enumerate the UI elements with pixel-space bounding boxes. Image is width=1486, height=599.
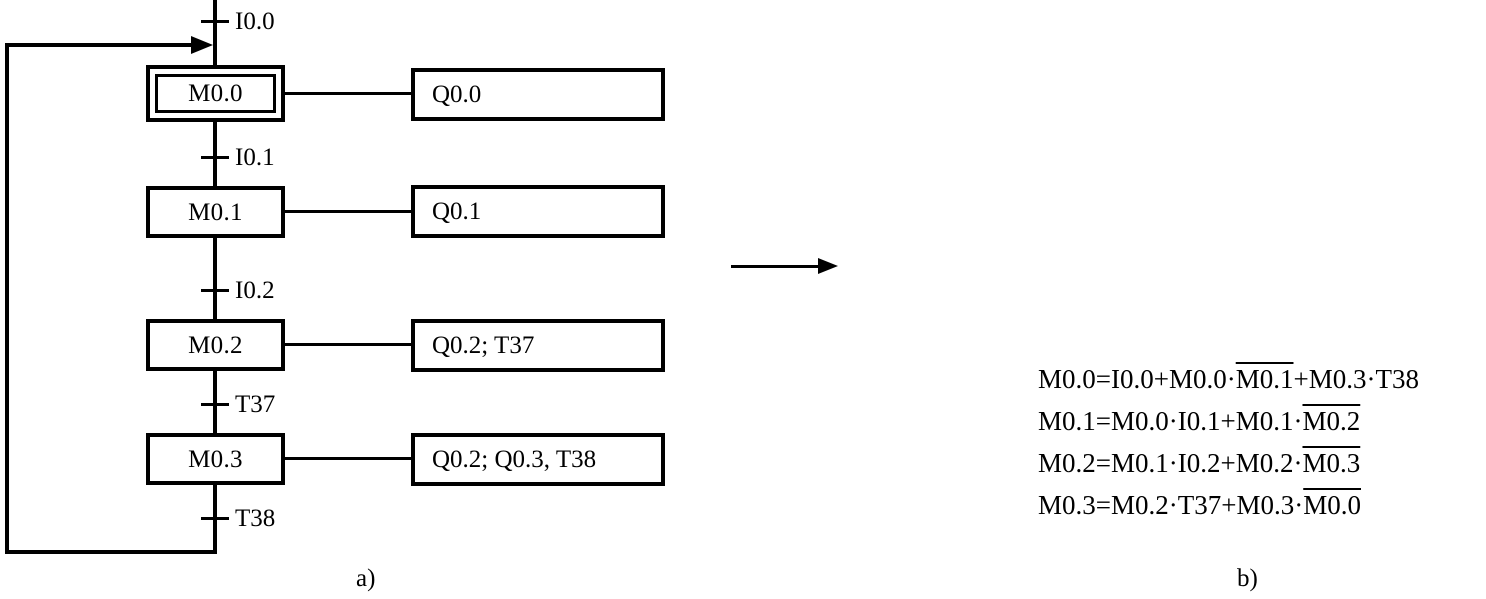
equation-term: · <box>1366 364 1376 394</box>
transition-tick-5 <box>201 517 229 520</box>
equation-term: +M0.3 <box>1293 364 1367 394</box>
equation-term: M0.2=M0.1 <box>1038 448 1169 478</box>
equation-negated-term: M0.3 <box>1302 448 1361 478</box>
equation-term: · <box>1226 364 1236 394</box>
action-label-q0-2: Q0.2; T37 <box>432 332 535 359</box>
rail-segment-top <box>213 0 217 65</box>
transition-label-3: I0.2 <box>235 277 275 304</box>
action-link-4 <box>285 457 413 460</box>
step-box-m0-2[interactable]: M0.2 <box>146 319 285 371</box>
caption-panel-a: a) <box>356 565 376 592</box>
equation-term: I0.2+M0.2 <box>1177 448 1294 478</box>
transition-tick-3 <box>201 289 229 292</box>
action-box-q0-3[interactable]: Q0.2; Q0.3, T38 <box>411 433 665 486</box>
step-label-m0-0: M0.0 <box>188 80 243 107</box>
equation-term: I0.1+M0.1 <box>1177 406 1294 436</box>
action-label-q0-0: Q0.0 <box>432 81 482 108</box>
action-label-q0-1: Q0.1 <box>432 198 482 225</box>
step-label-m0-1: M0.1 <box>188 198 243 226</box>
action-link-3 <box>285 343 413 346</box>
transition-label-5: T38 <box>235 505 276 532</box>
equation-term: · <box>1168 448 1178 478</box>
feedback-arrowhead-icon <box>191 36 213 54</box>
transition-tick-2 <box>201 156 229 159</box>
step-box-m0-1[interactable]: M0.1 <box>146 186 285 238</box>
equation-term: · <box>1293 448 1303 478</box>
feedback-left-line <box>5 43 9 552</box>
transition-label-2: I0.1 <box>235 144 275 171</box>
equation-term: T38 <box>1375 364 1419 394</box>
transition-tick-4 <box>201 403 229 406</box>
equation-negated-term: M0.1 <box>1235 364 1294 394</box>
rail-segment-2 <box>213 238 217 320</box>
feedback-top-line <box>5 43 195 47</box>
equation-term: · <box>1168 406 1178 436</box>
equation-negated-term: M0.0 <box>1303 490 1361 520</box>
equation-term: · <box>1293 406 1303 436</box>
transition-label-4: T37 <box>235 391 276 418</box>
action-box-q0-1[interactable]: Q0.1 <box>411 185 665 238</box>
equation-line-0: M0.0=I0.0+M0.0·M0.1+M0.3·T38 <box>1038 366 1419 393</box>
step-box-m0-3[interactable]: M0.3 <box>146 433 285 485</box>
transition-label-1: I0.0 <box>235 8 275 35</box>
caption-panel-b: b) <box>1237 565 1258 592</box>
step-label-m0-3: M0.3 <box>188 445 243 473</box>
action-box-q0-0[interactable]: Q0.0 <box>411 68 665 121</box>
transition-tick-1 <box>201 20 229 23</box>
equation-term: · <box>1294 490 1304 520</box>
equation-term: M0.1=M0.0 <box>1038 406 1169 436</box>
right-arrow-icon <box>818 258 838 274</box>
action-box-q0-2[interactable]: Q0.2; T37 <box>411 319 665 372</box>
step-label-m0-2: M0.2 <box>188 331 243 359</box>
equation-line-2: M0.2=M0.1·I0.2+M0.2·M0.3 <box>1038 450 1360 477</box>
rail-segment-1 <box>213 122 217 187</box>
rail-segment-3 <box>213 371 217 433</box>
equation-negated-term: M0.2 <box>1302 406 1361 436</box>
equation-term: M0.0=I0.0+M0.0 <box>1038 364 1227 394</box>
transform-arrow-shaft <box>731 265 821 268</box>
equation-term: M0.3=M0.2 <box>1038 490 1169 520</box>
equation-line-3: M0.3=M0.2·T37+M0.3·M0.0 <box>1038 492 1361 519</box>
feedback-bottom-line <box>5 550 217 554</box>
action-link-1 <box>285 92 413 95</box>
step-box-m0-0[interactable]: M0.0 <box>146 65 285 122</box>
equation-term: · <box>1168 490 1178 520</box>
equation-term: T37+M0.3 <box>1177 490 1295 520</box>
action-link-2 <box>285 210 413 213</box>
step-box-m0-0-inner: M0.0 <box>155 74 276 113</box>
action-label-q0-3: Q0.2; Q0.3, T38 <box>432 446 597 473</box>
equation-line-1: M0.1=M0.0·I0.1+M0.1·M0.2 <box>1038 408 1360 435</box>
